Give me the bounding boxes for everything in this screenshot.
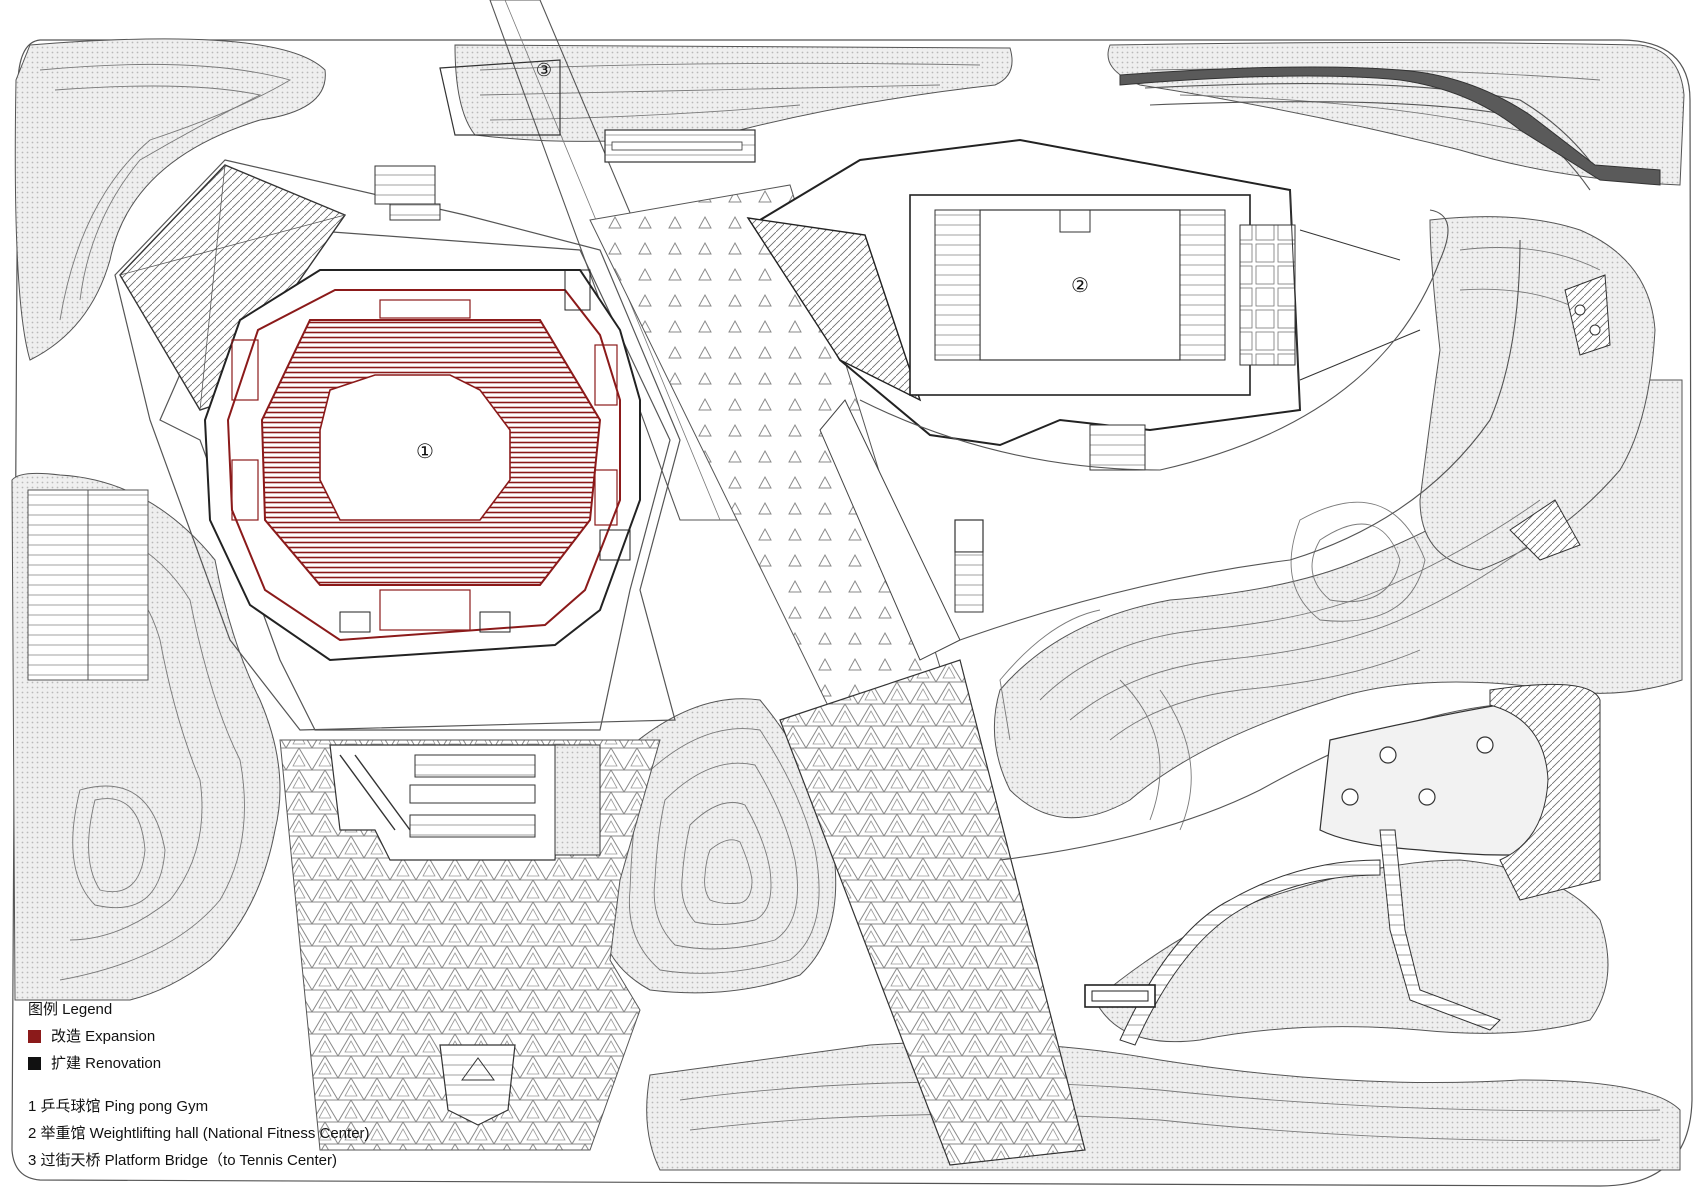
renovation-swatch <box>28 1057 41 1070</box>
building-markers: ① ② ③ <box>416 60 1089 463</box>
expansion-swatch <box>28 1030 41 1043</box>
entrance-canopy <box>119 164 441 411</box>
legend-item-1: 1 乒乓球馆 Ping pong Gym <box>28 1098 209 1115</box>
legend-item-2: 2 举重馆 Weightlifting hall (National Fitne… <box>28 1125 370 1142</box>
terrace <box>1084 274 1611 1046</box>
parking-grid <box>27 489 149 681</box>
legend-item-3: 3 过街天桥 Platform Bridge（to Tennis Center) <box>28 1152 338 1169</box>
entry-stairs <box>329 744 601 861</box>
legend-renovation-label: 扩建 Renovation <box>51 1055 162 1072</box>
legend-expansion-label: 改造 Expansion <box>51 1028 156 1045</box>
marker-2: ② <box>1071 273 1089 297</box>
contour-lines <box>39 62 1661 1142</box>
legend: 图例 Legend 改造 Expansion 扩建 Renovation 1 乒… <box>28 996 370 1174</box>
marker-3: ③ <box>536 60 552 81</box>
legend-title: 图例 Legend <box>28 1001 113 1018</box>
fountain <box>439 1044 516 1126</box>
legend-renovation: 扩建 Renovation <box>28 1050 370 1077</box>
building-weightlifting-hall <box>746 138 1421 661</box>
marker-1: ① <box>416 439 434 463</box>
building-ping-pong-gym <box>203 269 641 662</box>
dark-path <box>1119 66 1661 186</box>
legend-expansion: 改造 Expansion <box>28 1023 370 1050</box>
